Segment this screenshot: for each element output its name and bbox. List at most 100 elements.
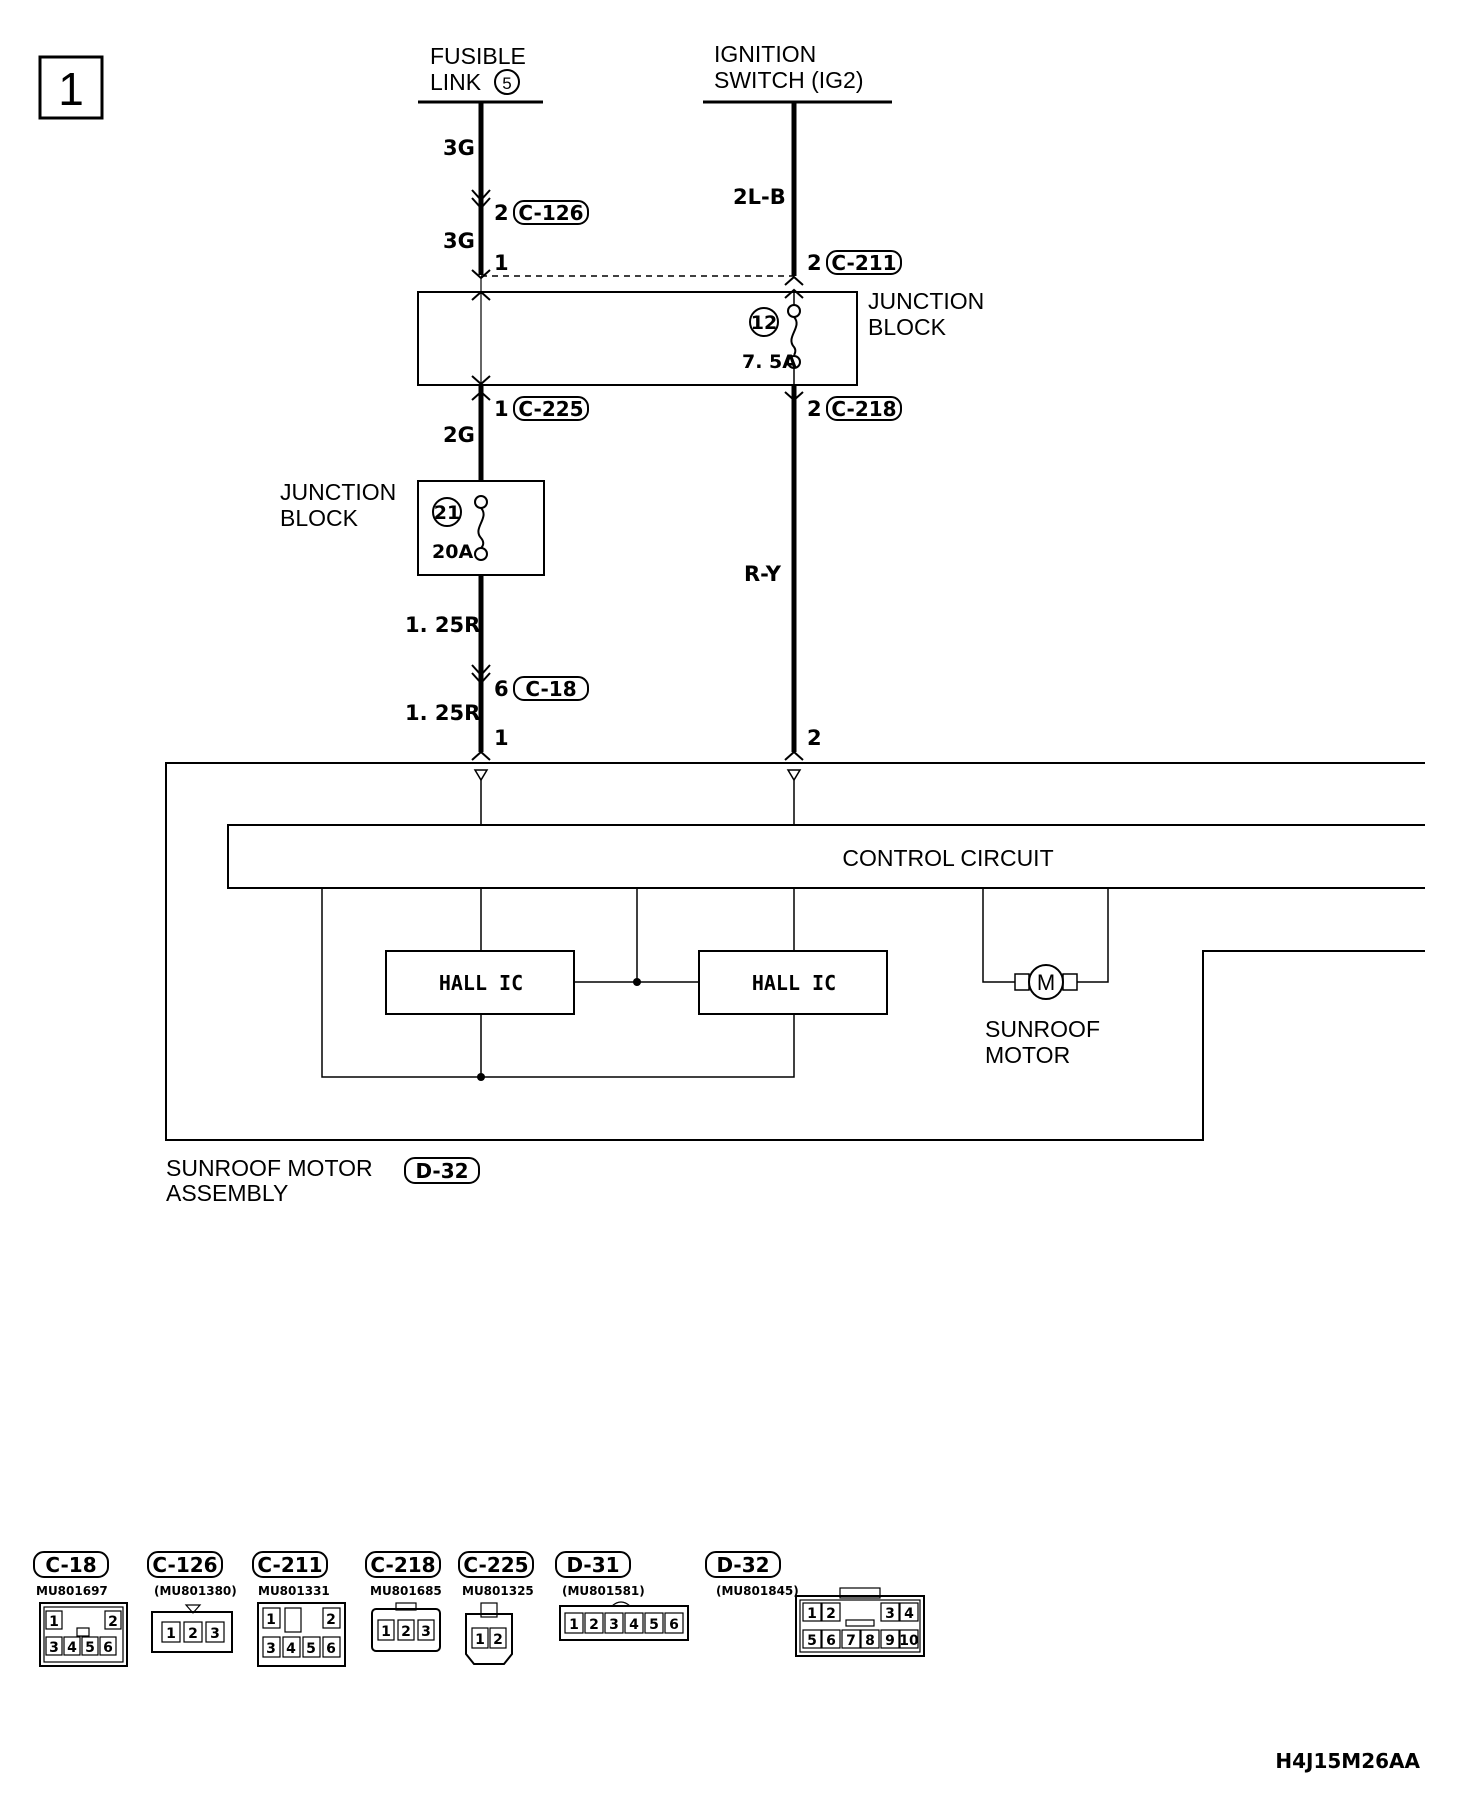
sunroof-motor-line1: SUNROOF: [985, 1016, 1100, 1042]
page-number-box: 1: [38, 55, 104, 120]
connector-c-225: C-225 MU801325 1 2: [458, 1551, 534, 1665]
svg-text:10: 10: [899, 1633, 919, 1649]
svg-text:5: 5: [85, 1640, 95, 1656]
motor-pin-2: 2: [807, 726, 822, 750]
ignition-switch-label: IGNITION SWITCH (IG2): [703, 41, 892, 104]
svg-text:MU801331: MU801331: [258, 1584, 330, 1598]
connector-c-218: C-218 MU801685 1 2 3: [365, 1551, 442, 1652]
jb1-line2: BLOCK: [868, 314, 947, 340]
svg-text:C-218: C-218: [370, 1553, 435, 1577]
svg-text:1: 1: [475, 1632, 485, 1648]
c126-connector-tag: C-126: [513, 200, 589, 225]
svg-text:6: 6: [669, 1617, 679, 1633]
jb2-line1: JUNCTION: [280, 479, 396, 505]
svg-text:C-225: C-225: [463, 1553, 528, 1577]
svg-text:C-126: C-126: [518, 201, 583, 225]
wire-3g-mid: 3G: [443, 229, 475, 253]
svg-text:C-18: C-18: [525, 677, 576, 701]
svg-text:MU801685: MU801685: [370, 1584, 442, 1598]
svg-text:2: 2: [826, 1606, 836, 1622]
svg-text:C-211: C-211: [257, 1553, 322, 1577]
wire-ry: R-Y: [744, 562, 782, 586]
wire-125r-b: 1. 25R: [405, 701, 480, 725]
c225-pin: 1: [494, 397, 509, 421]
svg-text:2: 2: [493, 1632, 503, 1648]
c126-pin: 2: [494, 201, 509, 225]
ignition-line1: IGNITION: [714, 41, 816, 67]
svg-text:(MU801380): (MU801380): [154, 1584, 237, 1598]
jb2-line2: BLOCK: [280, 505, 359, 531]
svg-text:1: 1: [266, 1612, 276, 1628]
svg-text:1: 1: [49, 1614, 59, 1630]
svg-text:2: 2: [401, 1624, 411, 1640]
connector-d-32: D-32 (MU801845) 1 2 3 4 5 6 7 8 9 10: [705, 1551, 925, 1657]
svg-text:4: 4: [67, 1640, 77, 1656]
motor-pin-1: 1: [494, 726, 509, 750]
hall-ic-left: HALL IC: [385, 950, 575, 1015]
wire-2lb: 2L-B: [733, 185, 786, 209]
connector-c-18: C-18 MU801697 1 2 3 4 5 6: [33, 1551, 128, 1667]
svg-text:2: 2: [589, 1617, 599, 1633]
svg-text:6: 6: [103, 1640, 113, 1656]
svg-text:6: 6: [826, 1633, 836, 1649]
jb-pin-1: 1: [494, 251, 509, 275]
fuse21-number: 21: [434, 502, 460, 524]
sunroof-motor-assembly: CONTROL CIRCUIT HALL IC HALL IC M SUNROO…: [165, 762, 1425, 1141]
junction-block-fuse-21: 21 20A: [417, 480, 545, 576]
svg-text:4: 4: [286, 1641, 296, 1657]
connector-c-211: C-211 MU801331 1 2 3 4 5 6: [252, 1551, 346, 1667]
svg-text:D-32: D-32: [716, 1553, 769, 1577]
svg-text:D-32: D-32: [415, 1159, 468, 1183]
junction-block-fuse-12: 12 7. 5A: [417, 291, 858, 386]
svg-text:C-126: C-126: [152, 1553, 217, 1577]
d32-connector-tag: D-32: [404, 1157, 480, 1184]
c18-pin: 6: [494, 677, 509, 701]
wire-3g-top: 3G: [443, 136, 475, 160]
jb1-line1: JUNCTION: [868, 288, 984, 314]
svg-text:3: 3: [609, 1617, 619, 1633]
svg-text:MU801697: MU801697: [36, 1584, 108, 1598]
svg-text:1: 1: [166, 1626, 176, 1642]
fusible-link-number: 5: [502, 74, 511, 93]
c211-pin: 2: [807, 251, 822, 275]
connector-c-126: C-126 (MU801380) 1 2 3: [147, 1551, 237, 1653]
c211-connector-tag: C-211: [826, 250, 902, 275]
fusible-link-number-circle: [494, 69, 520, 95]
right-circuit: 2L-B 2 C-211 2 C-218 R-Y 2: [733, 102, 902, 761]
wire-125r-a: 1. 25R: [405, 613, 480, 637]
svg-text:4: 4: [629, 1617, 639, 1633]
motor-icon: M: [982, 888, 1109, 1000]
fuse21-rating: 20A: [432, 541, 473, 563]
svg-text:5: 5: [807, 1633, 817, 1649]
svg-text:C-211: C-211: [831, 251, 896, 275]
svg-text:HALL IC: HALL IC: [752, 971, 836, 995]
assembly-line2: ASSEMBLY: [166, 1180, 288, 1206]
svg-text:3: 3: [266, 1641, 276, 1657]
fusible-link-line1: FUSIBLE: [430, 43, 526, 69]
page-number: 1: [58, 63, 84, 115]
figure-code: H4J15M26AA: [1275, 1749, 1420, 1773]
ignition-line2: SWITCH (IG2): [714, 67, 864, 93]
c225-connector-tag: C-225: [513, 396, 589, 421]
svg-text:2: 2: [326, 1612, 336, 1628]
fuse12-rating: 7. 5A: [742, 351, 797, 373]
left-circuit: 3G 2 C-126 3G 1 1 C-225 2G 21 20A: [280, 102, 589, 761]
svg-text:4: 4: [904, 1606, 914, 1622]
motor-symbol: M: [1037, 970, 1055, 995]
svg-text:2: 2: [188, 1626, 198, 1642]
svg-text:3: 3: [885, 1606, 895, 1622]
svg-text:1: 1: [381, 1624, 391, 1640]
svg-text:5: 5: [649, 1617, 659, 1633]
c18-connector-tag: C-18: [513, 676, 589, 701]
svg-text:C-225: C-225: [518, 397, 583, 421]
svg-text:6: 6: [326, 1641, 336, 1657]
svg-text:1: 1: [569, 1617, 579, 1633]
fusible-link-line2: LINK: [430, 69, 482, 95]
svg-text:HALL IC: HALL IC: [439, 971, 523, 995]
svg-text:(MU801581): (MU801581): [562, 1584, 645, 1598]
svg-text:3: 3: [210, 1626, 220, 1642]
control-circuit-label: CONTROL CIRCUIT: [842, 845, 1053, 871]
svg-text:7: 7: [846, 1633, 856, 1649]
connector-d-31: D-31 (MU801581) 1 2 3 4 5 6: [555, 1551, 689, 1641]
